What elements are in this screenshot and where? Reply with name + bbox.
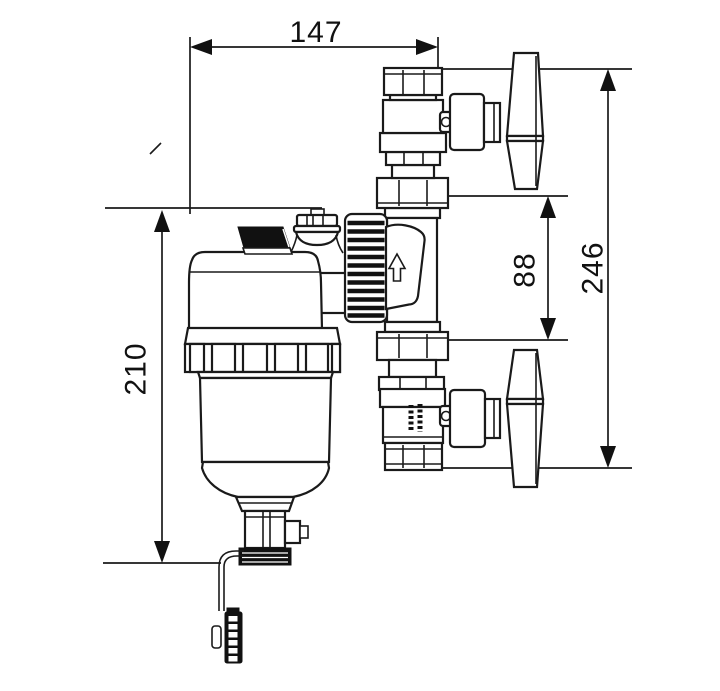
arrow-up-icon [540, 196, 556, 218]
flow-direction-arrow-icon [387, 252, 407, 282]
tube-bottom-collar [383, 320, 442, 334]
dimension-label-filter-height: 210 [120, 342, 153, 395]
sight-window [384, 223, 426, 311]
dimension-label-total-height: 246 [577, 241, 610, 294]
filter-collar [183, 326, 342, 380]
ball-valve-bottom [375, 330, 545, 489]
arrow-down-icon [540, 318, 556, 340]
stem-connector [483, 397, 502, 440]
knurled-ring-nut [343, 212, 389, 324]
drain-cap-lanyard [211, 550, 244, 664]
valve-handle-top [505, 51, 545, 191]
arrow-up-icon [600, 69, 616, 91]
arrow-left-icon [190, 39, 212, 55]
inline-body [343, 206, 442, 334]
dimension-overall-width: 147 [189, 16, 439, 214]
hex-section [384, 150, 442, 167]
arrow-down-icon [154, 541, 170, 563]
stem-housing [448, 388, 487, 449]
dimension-inline-body-height: 88 [443, 195, 568, 341]
valve-handle-bottom [505, 348, 545, 489]
air-vent-body [237, 226, 291, 249]
air-vent-cap [290, 208, 344, 254]
stem-housing [448, 92, 486, 152]
filter-head [187, 250, 324, 332]
ball-valve-top [375, 51, 545, 210]
arrow-up-icon [154, 210, 170, 232]
filter-bowl [198, 376, 333, 499]
drain-side-port [283, 519, 302, 545]
drain-cap-tab [211, 625, 222, 649]
magnetic-filter [183, 208, 348, 664]
arrow-down-icon [600, 446, 616, 468]
bottom-hex-nut [383, 441, 444, 472]
filter-outlet-stub [317, 271, 348, 315]
tube-top-collar [383, 206, 442, 220]
stem-connector [482, 101, 502, 144]
drain-valve [234, 495, 309, 566]
stray-mark [149, 142, 162, 155]
valve-band [378, 387, 447, 409]
dimension-label-width: 147 [289, 16, 342, 49]
arrow-right-icon [416, 39, 438, 55]
valve-stamp-marking [408, 404, 423, 432]
dimension-valve-assembly-height: 246 [437, 68, 632, 469]
dimension-label-body-height: 88 [509, 252, 542, 287]
union-nut [375, 330, 450, 362]
valve-body [381, 98, 445, 135]
valve-band [378, 131, 448, 154]
dimension-filter-height: 210 [103, 207, 322, 564]
air-vent-base [241, 247, 294, 255]
top-hex-nut [382, 66, 444, 97]
